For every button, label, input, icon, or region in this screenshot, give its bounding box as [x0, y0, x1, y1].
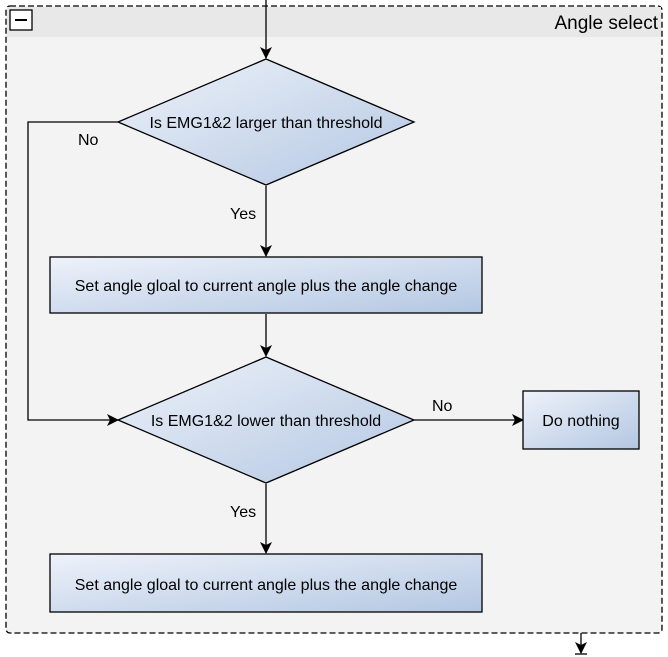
- edges: [27, 0, 587, 654]
- decision-emg-larger-text: Is EMG1&2 larger than threshold: [149, 115, 382, 132]
- node-do-nothing[interactable]: Do nothing: [522, 390, 640, 450]
- process-set-angle-1[interactable]: Set angle gloal to current angle plus th…: [49, 256, 483, 314]
- edge-d1-no: [27, 121, 119, 426]
- process-set-angle-2[interactable]: Set angle gloal to current angle plus th…: [49, 553, 483, 613]
- angle-select-group: Angle select: [5, 5, 663, 634]
- collapse-button[interactable]: [9, 9, 33, 31]
- label-d2-yes: Yes: [230, 504, 256, 521]
- decision-emg-lower[interactable]: Is EMG1&2 lower than threshold: [116, 356, 416, 484]
- label-d1-yes: Yes: [230, 206, 256, 223]
- label-d1-no: No: [78, 132, 99, 149]
- process-set-angle-2-text: Set angle gloal to current angle plus th…: [75, 577, 458, 594]
- node-do-nothing-text: Do nothing: [542, 413, 619, 430]
- decision-emg-lower-text: Is EMG1&2 lower than threshold: [151, 413, 381, 430]
- process-set-angle-1-text: Set angle gloal to current angle plus th…: [75, 278, 458, 295]
- decision-emg-larger[interactable]: Is EMG1&2 larger than threshold: [116, 58, 416, 186]
- group-title: Angle select: [554, 13, 658, 34]
- label-d2-no: No: [432, 398, 453, 415]
